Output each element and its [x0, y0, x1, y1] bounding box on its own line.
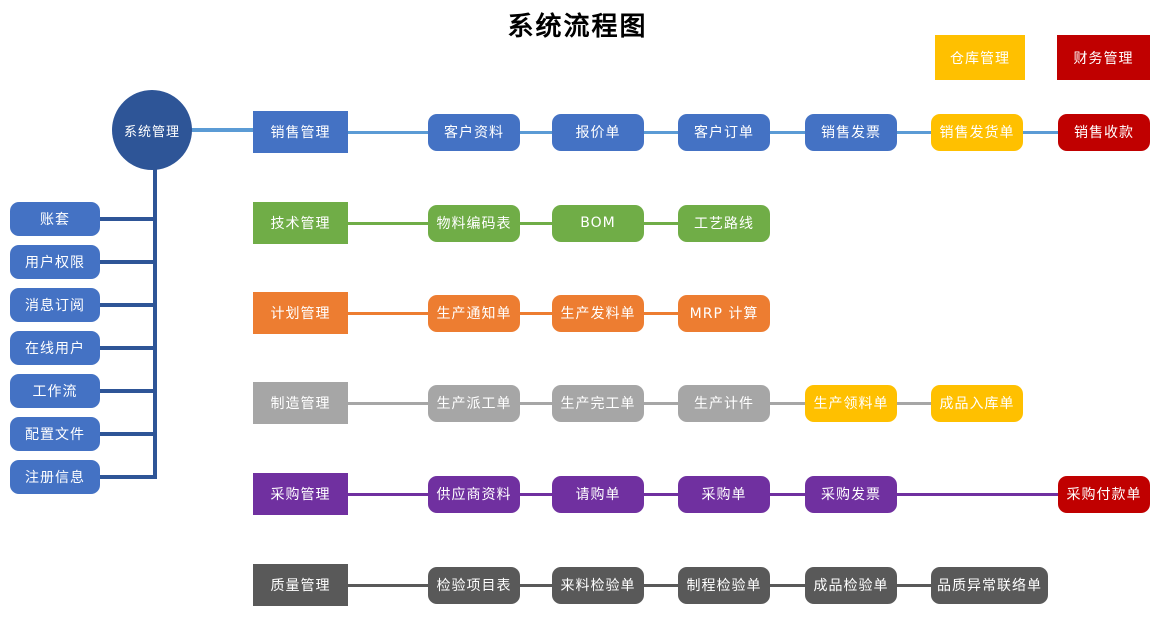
connector-sidebar-tick: [98, 217, 157, 221]
connector-row-5-seg-2: [642, 583, 680, 587]
row-3-node-1: 生产完工单: [552, 384, 644, 422]
connector-row-2-seg-1: [518, 311, 554, 315]
sidebar-item-6: 注册信息: [10, 460, 100, 494]
row-1-node-1: BOM: [552, 204, 644, 242]
row-4-node-2: 采购单: [678, 475, 770, 513]
row-0-node-2: 客户订单: [678, 113, 770, 151]
row-2-category: 计划管理: [253, 292, 348, 334]
connector-row-1-seg-1: [518, 221, 554, 225]
connector-row-5-seg-3: [768, 583, 807, 587]
row-3-node-0: 生产派工单: [428, 384, 520, 422]
row-5-node-3: 成品检验单: [805, 566, 897, 604]
page-title: 系统流程图: [507, 12, 648, 42]
connector-row-3-seg-2: [642, 401, 680, 405]
connector-row-5-seg-4: [895, 583, 933, 587]
connector-row-4-seg-4: [895, 492, 1060, 496]
connector-row-4-seg-1: [518, 492, 554, 496]
connector-row-5-seg-1: [518, 583, 554, 587]
connector-row-0-seg-5: [1021, 130, 1060, 134]
connector-row-2-seg-2: [642, 311, 680, 315]
connector-sidebar-tick: [98, 475, 157, 479]
connector-row-4-seg-3: [768, 492, 807, 496]
connector-row-0-seg-4: [895, 130, 933, 134]
row-2-node-2: MRP 计算: [678, 294, 770, 332]
sidebar-item-0: 账套: [10, 202, 100, 236]
root-node-system-management: 系统管理: [112, 90, 192, 170]
connector-row-3-seg-4: [895, 401, 933, 405]
connector-row-3-seg-0: [346, 401, 430, 405]
row-4-node-3: 采购发票: [805, 475, 897, 513]
connector-row-5-seg-0: [346, 583, 430, 587]
connector-row-3-seg-1: [518, 401, 554, 405]
row-5-node-2: 制程检验单: [678, 566, 770, 604]
connector-sidebar-tick: [98, 432, 157, 436]
row-5-node-4: 品质异常联络单: [931, 566, 1048, 604]
connector-row-0-seg-3: [768, 130, 807, 134]
connector-root-to-sales: [188, 128, 253, 132]
connector-row-4-seg-2: [642, 492, 680, 496]
row-5-node-1: 来料检验单: [552, 566, 644, 604]
row-5-category: 质量管理: [253, 564, 348, 606]
row-0-node-4: 销售发货单: [931, 113, 1023, 151]
row-3-node-2: 生产计件: [678, 384, 770, 422]
connector-sidebar-tick: [98, 260, 157, 264]
row-3-node-4: 成品入库单: [931, 384, 1023, 422]
connector-row-1-seg-0: [346, 221, 430, 225]
row-1-category: 技术管理: [253, 202, 348, 244]
row-0-node-3: 销售发票: [805, 113, 897, 151]
row-0-category: 销售管理: [253, 111, 348, 153]
row-2-node-0: 生产通知单: [428, 294, 520, 332]
row-0-node-0: 客户资料: [428, 113, 520, 151]
row-0-node-5: 销售收款: [1058, 113, 1150, 151]
connector-row-3-seg-3: [768, 401, 807, 405]
connector-row-1-seg-2: [642, 221, 680, 225]
row-1-node-2: 工艺路线: [678, 204, 770, 242]
connector-sidebar-tick: [98, 346, 157, 350]
row-5-node-0: 检验项目表: [428, 566, 520, 604]
connector-row-0-seg-2: [642, 130, 680, 134]
sidebar-item-5: 配置文件: [10, 417, 100, 451]
row-2-node-1: 生产发料单: [552, 294, 644, 332]
row-4-node-4: 采购付款单: [1058, 475, 1150, 513]
connector-row-0-seg-1: [518, 130, 554, 134]
row-4-category: 采购管理: [253, 473, 348, 515]
connector-trunk-vertical: [153, 168, 157, 479]
standalone-box-finance: 财务管理: [1057, 35, 1150, 80]
row-3-category: 制造管理: [253, 382, 348, 424]
connector-row-2-seg-0: [346, 311, 430, 315]
connector-row-0-seg-0: [346, 130, 430, 134]
connector-sidebar-tick: [98, 389, 157, 393]
connector-row-4-seg-0: [346, 492, 430, 496]
sidebar-item-3: 在线用户: [10, 331, 100, 365]
sidebar-item-1: 用户权限: [10, 245, 100, 279]
row-1-node-0: 物料编码表: [428, 204, 520, 242]
row-0-node-1: 报价单: [552, 113, 644, 151]
sidebar-item-2: 消息订阅: [10, 288, 100, 322]
standalone-box-warehouse: 仓库管理: [935, 35, 1025, 80]
row-4-node-1: 请购单: [552, 475, 644, 513]
row-3-node-3: 生产领料单: [805, 384, 897, 422]
row-4-node-0: 供应商资料: [428, 475, 520, 513]
connector-sidebar-tick: [98, 303, 157, 307]
sidebar-item-4: 工作流: [10, 374, 100, 408]
